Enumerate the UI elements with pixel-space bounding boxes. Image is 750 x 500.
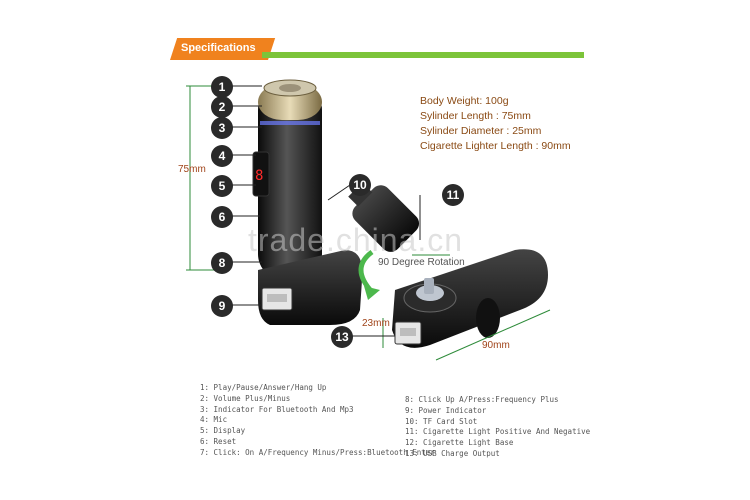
- legend-right: 8: Click Up A/Press:Frequency Plus 9: Po…: [405, 395, 590, 460]
- callout-10: 10: [349, 174, 371, 196]
- callout-13: 13: [331, 326, 353, 348]
- callout-1: 1: [211, 76, 233, 98]
- callout-5: 5: [211, 175, 233, 197]
- callout-6: 6: [211, 206, 233, 228]
- legend-item: 8: Click Up A/Press:Frequency Plus: [405, 395, 559, 404]
- legend-item: 1: Play/Pause/Answer/Hang Up: [200, 383, 327, 392]
- callout-9: 9: [211, 295, 233, 317]
- legend-item: 13: USB Charge Output: [405, 448, 500, 458]
- spec-diameter: Sylinder Diameter : 25mm: [420, 125, 542, 137]
- dim-height-label: 75mm: [178, 164, 206, 175]
- legend-item: 12: Cigarette Light Base: [405, 438, 514, 448]
- callout-4: 4: [211, 145, 233, 167]
- legend-left: 1: Play/Pause/Answer/Hang Up 2: Volume P…: [200, 383, 435, 459]
- callout-2: 2: [211, 96, 233, 118]
- legend-item: 7: Click: On A/Frequency Minus/Press:Blu…: [200, 447, 435, 457]
- legend-item: 11: Cigarette Light Positive And Negativ…: [405, 427, 591, 437]
- header-divider: [262, 52, 584, 58]
- legend-item: 5: Display: [200, 426, 246, 436]
- callout-11: 11: [442, 184, 464, 206]
- legend-item: 10: TF Card Slot: [405, 416, 478, 426]
- svg-text:8: 8: [255, 168, 263, 184]
- legend-item: 2: Volume Plus/Minus: [200, 393, 291, 403]
- legend-item: 3: Indicator For Bluetooth And Mp3: [200, 404, 354, 414]
- callout-8: 8: [211, 252, 233, 274]
- legend-item: 4: Mic: [200, 415, 228, 425]
- dim-width-label: 90mm: [482, 340, 510, 351]
- dim-usb-label: 23mm: [362, 318, 390, 329]
- rotation-label: 90 Degree Rotation: [378, 257, 465, 268]
- spec-lighter: Cigarette Lighter Length : 90mm: [420, 140, 571, 152]
- legend-item: 9: Power Indicator: [405, 405, 487, 415]
- callout-3: 3: [211, 117, 233, 139]
- page-title: Specifications: [181, 42, 256, 54]
- spec-length: Sylinder Length : 75mm: [420, 110, 531, 122]
- spec-weight: Body Weight: 100g: [420, 95, 509, 107]
- legend-item: 6: Reset: [200, 436, 237, 446]
- watermark: trade.china.cn: [248, 222, 464, 258]
